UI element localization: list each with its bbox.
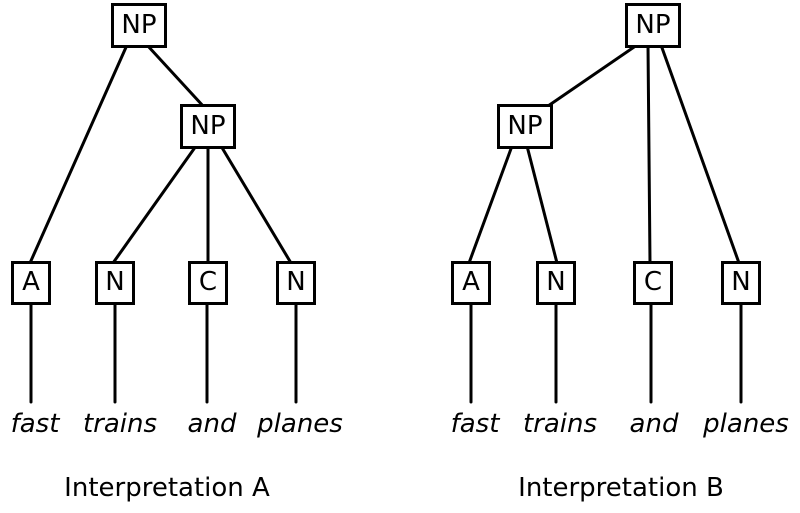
- edge-b-inner-to-a: [467, 144, 514, 265]
- tree-a-caption: Interpretation A: [64, 473, 270, 503]
- tree-b-word-fast: fast: [450, 409, 500, 439]
- tree-a-word-fast: fast: [10, 409, 60, 439]
- tree-a-pos-n2-node: N: [276, 261, 316, 305]
- tree-b-pos-n1-node: N: [536, 261, 576, 305]
- tree-a-inner-np-node: NP: [180, 104, 236, 149]
- tree-b-pos-c-node: C: [633, 261, 673, 305]
- edge-b-root-to-c: [646, 43, 652, 265]
- tree-b-word-and: and: [629, 409, 679, 439]
- tree-a-pos-a-node: A: [11, 261, 51, 305]
- edge-a-root-to-a: [28, 43, 129, 265]
- tree-a-root-np-node: NP: [111, 3, 167, 48]
- tree-b-pos-n2-node: N: [721, 261, 761, 305]
- edge-b-root-to-inner: [546, 43, 639, 108]
- tree-a-word-and: and: [187, 409, 237, 439]
- edge-b-root-to-n2: [659, 43, 741, 265]
- tree-b-word-planes: planes: [703, 409, 789, 439]
- tree-b-pos-a-node: A: [451, 261, 491, 305]
- tree-b-inner-np-node: NP: [497, 104, 553, 149]
- tree-b-root-np-node: NP: [625, 3, 681, 48]
- tree-a-pos-n1-node: N: [95, 261, 135, 305]
- edge-a-inner-to-n2: [219, 144, 293, 265]
- tree-b-caption: Interpretation B: [518, 473, 724, 503]
- edge-a-root-to-inner: [145, 43, 206, 109]
- edge-a-inner-to-n1: [111, 144, 198, 265]
- tree-a-word-planes: planes: [257, 409, 343, 439]
- edge-b-inner-to-n1: [525, 144, 559, 265]
- tree-a-word-trains: trains: [82, 409, 158, 439]
- tree-a-pos-c-node: C: [188, 261, 228, 305]
- tree-b-word-trains: trains: [522, 409, 598, 439]
